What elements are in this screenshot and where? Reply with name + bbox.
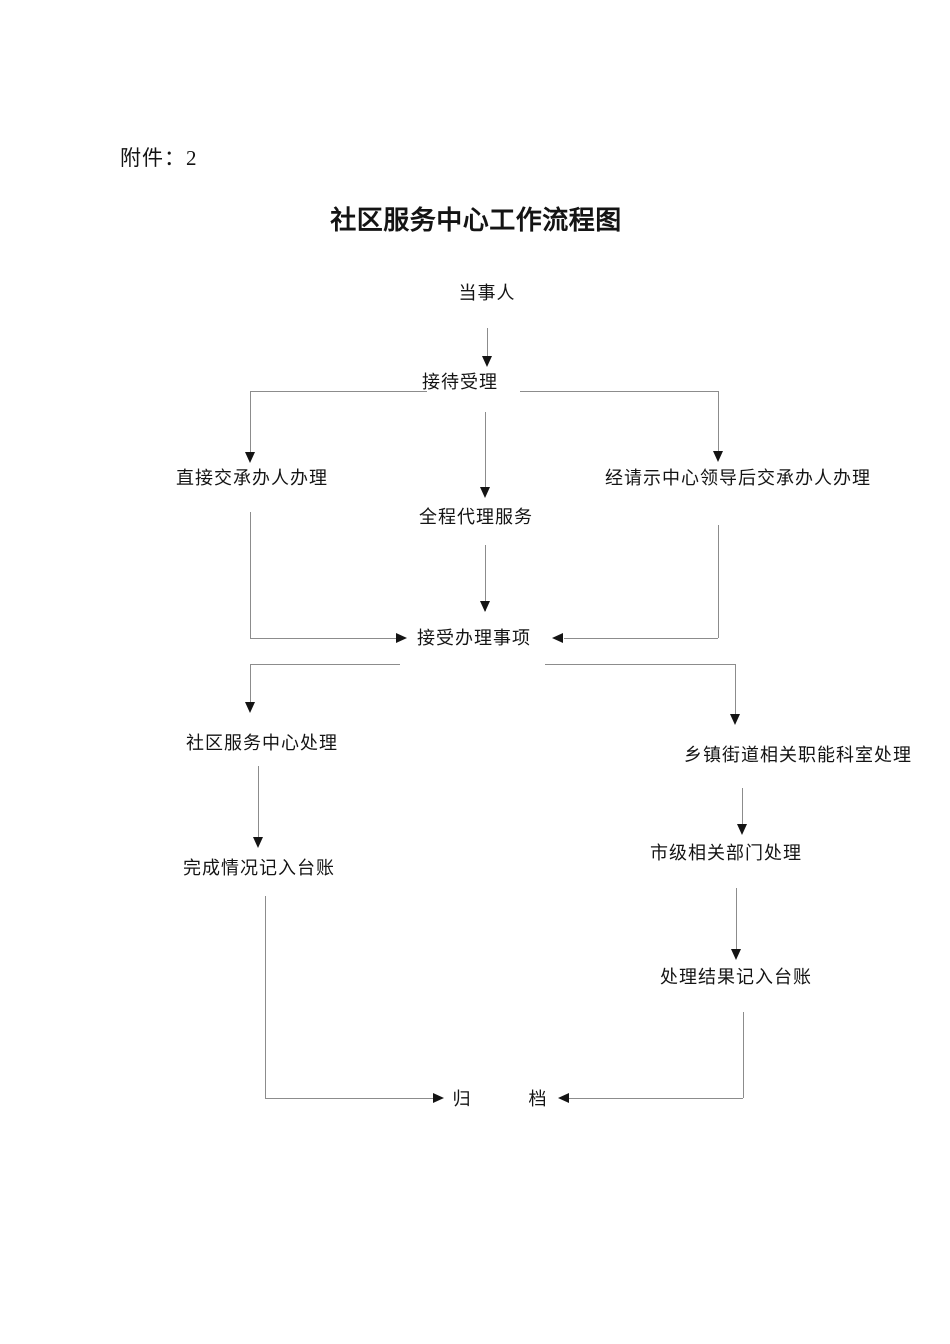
page-title: 社区服务中心工作流程图 (330, 206, 622, 235)
connector-line (250, 391, 427, 392)
arrowhead-down-icon (480, 487, 490, 498)
arrowhead-down-icon (480, 601, 490, 612)
arrowhead-down-icon (245, 452, 255, 463)
connector-line (564, 638, 718, 639)
node-direct-handler: 直接交承办人办理 (176, 468, 328, 488)
connector-line (735, 664, 736, 714)
connector-line (487, 328, 488, 356)
arrowhead-down-icon (482, 356, 492, 367)
arrowhead-right-icon (396, 633, 407, 643)
arrowhead-down-icon (713, 451, 723, 462)
arrowhead-down-icon (253, 837, 263, 848)
connector-line (743, 1012, 744, 1098)
connector-line (485, 412, 486, 487)
connector-line (265, 896, 266, 1098)
connector-line (718, 525, 719, 638)
connector-line (569, 1098, 743, 1099)
node-reception: 接待受理 (422, 372, 498, 392)
arrowhead-down-icon (730, 714, 740, 725)
arrowhead-down-icon (731, 949, 741, 960)
node-accept-matters: 接受办理事项 (417, 628, 531, 648)
connector-line (265, 1098, 433, 1099)
connector-line (250, 664, 251, 702)
node-municipal-dept: 市级相关部门处理 (650, 843, 802, 863)
connector-line (545, 664, 735, 665)
node-archive: 归 档 (452, 1089, 548, 1109)
connector-line (718, 391, 719, 451)
node-leader-approval: 经请示中心领导后交承办人办理 (605, 468, 871, 488)
connector-line (736, 888, 737, 949)
arrowhead-left-icon (552, 633, 563, 643)
connector-line (250, 638, 396, 639)
node-completion-ledger: 完成情况记入台账 (183, 858, 335, 878)
connector-line (250, 664, 400, 665)
node-result-ledger: 处理结果记入台账 (660, 967, 812, 987)
connector-line (250, 391, 251, 452)
attachment-label: 附件：2 (120, 146, 198, 170)
arrowhead-left-icon (558, 1093, 569, 1103)
arrowhead-down-icon (737, 824, 747, 835)
arrowhead-down-icon (245, 702, 255, 713)
connector-line (742, 788, 743, 824)
connector-line (258, 766, 259, 837)
node-township-dept: 乡镇街道相关职能科室处理 (684, 745, 912, 765)
node-full-agency: 全程代理服务 (419, 507, 533, 527)
connector-line (485, 545, 486, 611)
connector-line (520, 391, 718, 392)
connector-line (250, 512, 251, 638)
node-party: 当事人 (458, 283, 516, 303)
arrowhead-right-icon (433, 1093, 444, 1103)
node-community-center: 社区服务中心处理 (186, 733, 338, 753)
